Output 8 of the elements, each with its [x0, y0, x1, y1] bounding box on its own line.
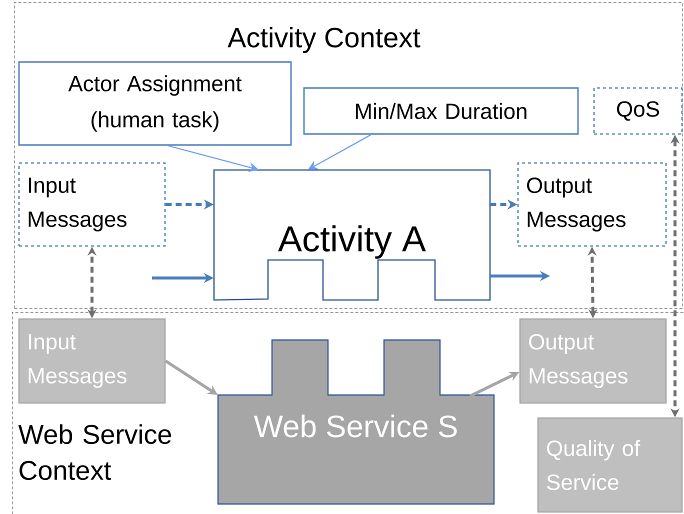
- annotation-box: Actor Assignment (human task): [18, 61, 292, 146]
- service-message-box: Output Messages: [519, 318, 667, 404]
- message-box: Output Messages: [517, 162, 667, 247]
- service-message-box: Input Messages: [18, 318, 166, 404]
- message-box: QoS: [593, 87, 683, 135]
- service-message-box: Quality of Service: [537, 417, 683, 513]
- message-box: Input Messages: [18, 162, 166, 247]
- annotation-box: Min/Max Duration: [303, 87, 579, 135]
